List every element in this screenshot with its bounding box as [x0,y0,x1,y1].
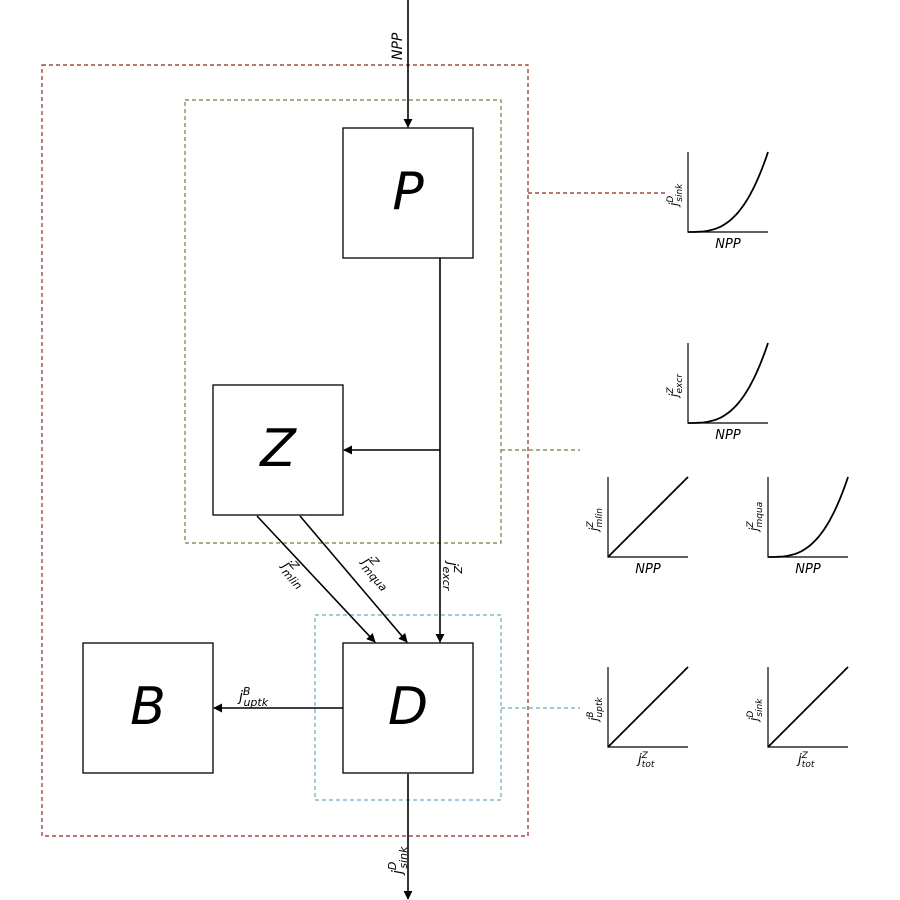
panel-curve [607,476,689,558]
panel-axes [767,477,848,558]
zooplankton-group-frame [184,99,502,544]
box-D-label: D [388,677,428,737]
panel-mqua_npp: NPP jZmqua [746,476,849,577]
outer-system-frame [41,64,529,837]
panel-mlin_npp: NPP jZmlin [586,476,689,577]
npp-label: NPP [390,32,406,60]
panel-curve [688,151,769,233]
panel-curve [767,666,849,748]
box-P-label: P [392,162,424,222]
panel-y-label: jDsink [746,698,765,723]
panel-x-label: NPP [795,562,821,577]
mqua-arrow [299,515,408,643]
box-P: P [342,127,474,259]
panel-x-label: NPP [715,428,741,443]
box-Z-label: Z [258,419,297,479]
panel-excr_npp: NPP jZexcr [666,342,769,443]
panel-y-label: jZmqua [746,502,765,533]
box-B: B [82,642,214,774]
box-Z: Z [212,384,344,516]
panel-y-label: jDsink [666,183,685,208]
panel-axes [687,343,768,424]
panel-x-label: NPP [715,237,741,252]
mlin-label: jZmlin [275,554,313,593]
box-D: D [342,642,474,774]
panel-curve [688,342,769,424]
panel-y-label: jZexcr [666,373,685,399]
sink-label: jDsink [386,846,410,876]
panel-y-label: jBuptk [586,697,605,723]
panel-y-label: jZmlin [586,508,605,533]
excretion-label: jZexcr [440,560,464,592]
box-B-label: B [130,677,166,737]
panel-curve [768,476,849,558]
mlin-arrow [256,515,376,643]
panel-x-label: NPP [635,562,661,577]
panel-axes [687,152,768,233]
panel-curve [607,666,689,748]
panel-sink_npp: NPP jDsink [666,151,769,252]
